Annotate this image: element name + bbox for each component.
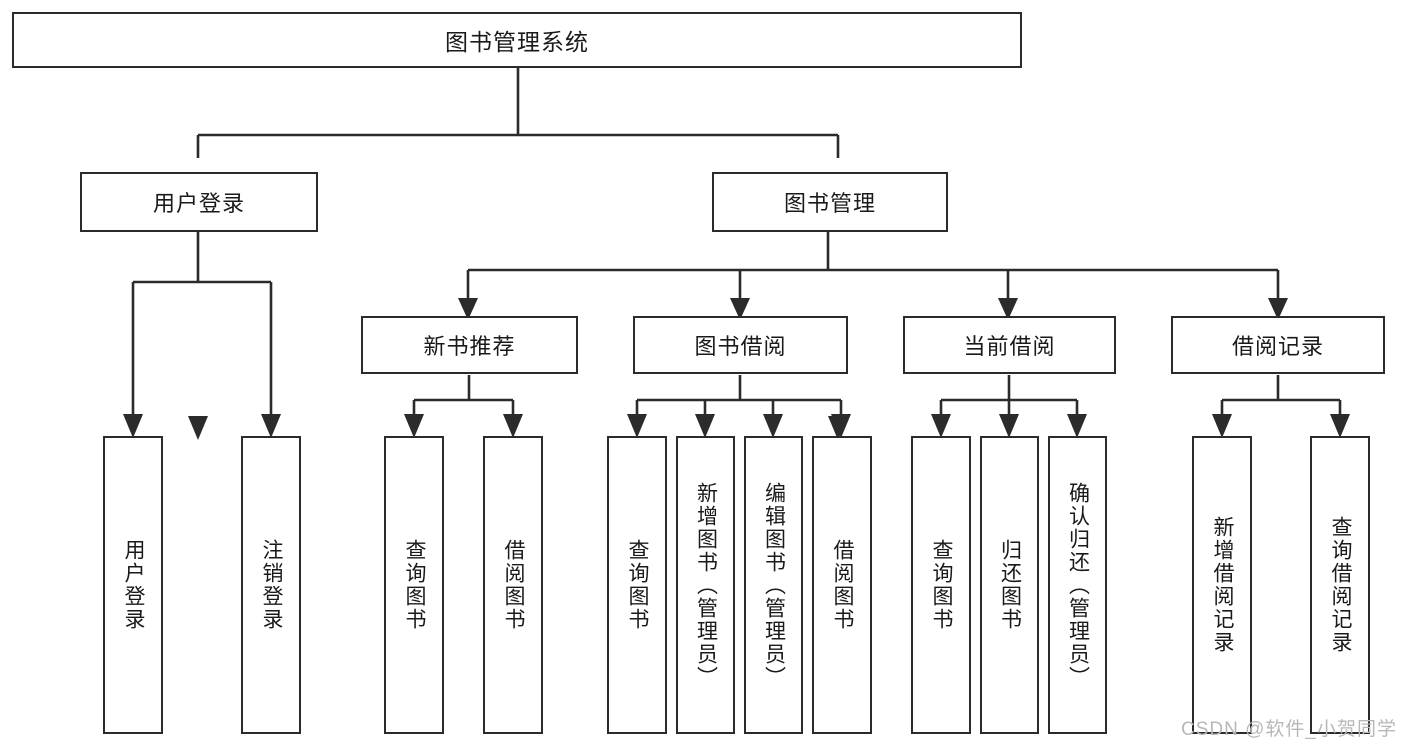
leaf-query-book-recommendation[interactable]: 查询图书 [384, 436, 444, 734]
leaf-borrow-book[interactable]: 借阅图书 [812, 436, 872, 734]
node-label: 图书管理系统 [445, 29, 589, 55]
node-label: 用户登录 [122, 539, 146, 631]
leaf-query-borrow-record[interactable]: 查询借阅记录 [1310, 436, 1370, 734]
node-label: 新增借阅记录 [1211, 516, 1235, 654]
node-user-login[interactable]: 用户登录 [80, 172, 318, 232]
node-label: 注销登录 [260, 539, 284, 631]
node-label: 新增图书（管理员） [694, 481, 718, 689]
node-label: 图书管理 [783, 191, 876, 216]
node-label: 当前借阅 [963, 334, 1056, 359]
node-book-borrowing[interactable]: 图书借阅 [633, 316, 848, 374]
node-label: 新书推荐 [423, 334, 516, 359]
leaf-return-book[interactable]: 归还图书 [980, 436, 1039, 734]
node-current-borrowing[interactable]: 当前借阅 [903, 316, 1116, 374]
node-label: 查询图书 [403, 539, 427, 631]
node-root-book-management-system[interactable]: 图书管理系统 [12, 12, 1022, 68]
watermark: CSDN @软件_小贺同学 [1181, 719, 1397, 740]
node-borrowing-record[interactable]: 借阅记录 [1171, 316, 1385, 374]
node-label: 查询图书 [930, 539, 954, 631]
node-label: 借阅图书 [831, 539, 855, 631]
node-label: 图书借阅 [694, 334, 787, 359]
leaf-query-book-current[interactable]: 查询图书 [911, 436, 971, 734]
leaf-user-login[interactable]: 用户登录 [103, 436, 163, 734]
node-label: 查询借阅记录 [1329, 516, 1353, 654]
node-label: 借阅图书 [502, 539, 526, 631]
node-label: 查询图书 [626, 539, 650, 631]
node-book-management[interactable]: 图书管理 [712, 172, 948, 232]
node-label: 用户登录 [152, 191, 245, 216]
node-label: 归还图书 [998, 539, 1022, 631]
leaf-borrow-book-recommendation[interactable]: 借阅图书 [483, 436, 543, 734]
node-label: 确认归还（管理员） [1066, 481, 1090, 689]
leaf-query-book-borrow[interactable]: 查询图书 [607, 436, 667, 734]
node-label: 编辑图书（管理员） [762, 481, 786, 689]
leaf-add-book-admin[interactable]: 新增图书（管理员） [676, 436, 735, 734]
node-label: 借阅记录 [1231, 334, 1324, 359]
leaf-logout[interactable]: 注销登录 [241, 436, 301, 734]
leaf-confirm-return-admin[interactable]: 确认归还（管理员） [1048, 436, 1107, 734]
leaf-edit-book-admin[interactable]: 编辑图书（管理员） [744, 436, 803, 734]
node-new-book-recommendation[interactable]: 新书推荐 [361, 316, 578, 374]
leaf-add-borrow-record[interactable]: 新增借阅记录 [1192, 436, 1252, 734]
